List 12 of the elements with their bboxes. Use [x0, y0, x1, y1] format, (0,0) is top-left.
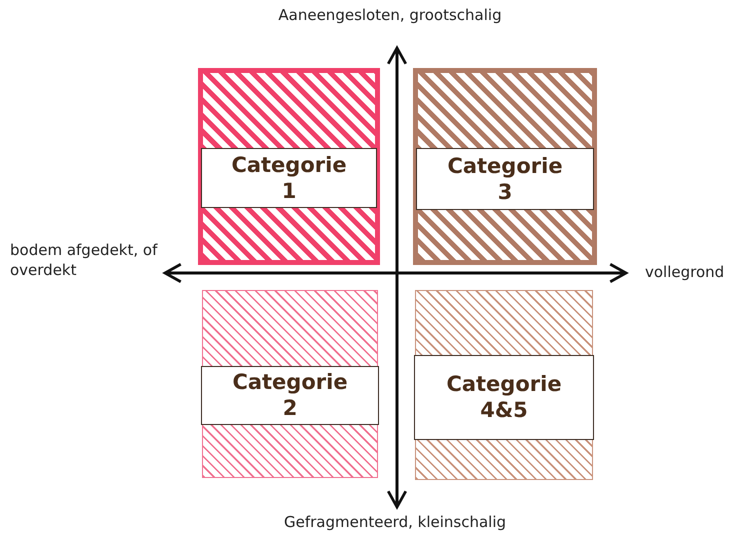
axis-label: vollegrond [645, 263, 726, 282]
axis-label: bodem afgedekt, of overdekt [10, 241, 159, 280]
category-label: Categorie 2 [201, 366, 379, 424]
category-label: Categorie 1 [201, 148, 377, 208]
category-label: Categorie 4&5 [414, 354, 594, 440]
axis-label: Aaneengesloten, grootschalig [277, 6, 503, 26]
hatched-quadrant [198, 68, 380, 265]
hatched-quadrant [202, 290, 378, 478]
category-label: Categorie 3 [416, 148, 594, 210]
hatched-quadrant [415, 290, 593, 480]
axis-label: Gefragmenteerd, kleinschalig [282, 513, 508, 532]
hatched-quadrant [413, 68, 597, 265]
